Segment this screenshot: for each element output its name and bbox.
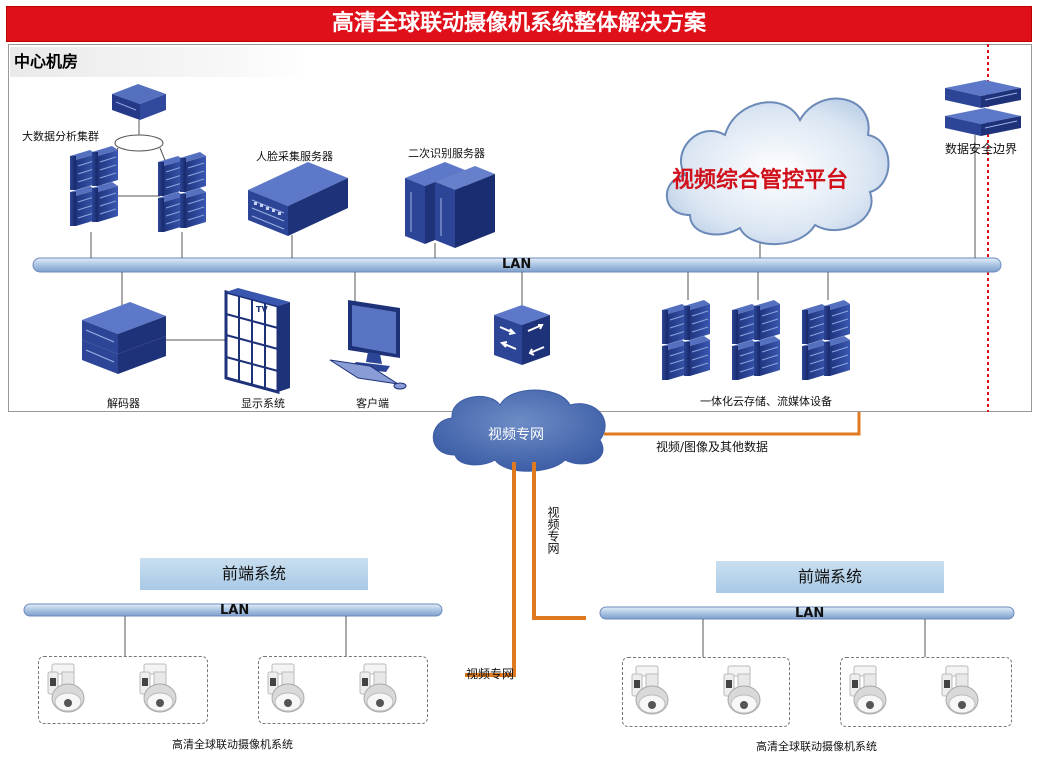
secondary-server-label: 二次识别服务器 xyxy=(408,147,485,160)
bigdata-cluster-icon xyxy=(70,84,206,232)
client-label: 客户端 xyxy=(356,397,389,410)
display-system-label: 显示系统 xyxy=(241,397,285,410)
frontend2-lan-label: LAN xyxy=(795,606,825,621)
vertical-network-label: 视频专网 xyxy=(546,506,560,554)
storage-label: 一体化云存储、流媒体设备 xyxy=(700,395,832,408)
decoder-icon xyxy=(82,302,166,374)
storage-tower-3-icon xyxy=(802,300,850,380)
security-boundary-label: 数据安全边界 xyxy=(945,142,1018,156)
storage-tower-1-icon xyxy=(662,300,710,380)
storage-to-network-link xyxy=(604,412,861,436)
management-platform-label: 视频综合管控平台 xyxy=(672,168,849,193)
center-room-label: 中心机房 xyxy=(10,47,310,77)
network-switch-icon xyxy=(494,305,550,365)
page-title: 高清全球联动摄像机系统整体解决方案 xyxy=(6,6,1032,42)
frontend2-title: 前端系统 xyxy=(716,561,944,593)
secondary-server-icon xyxy=(405,162,495,248)
security-boundary-device-icon xyxy=(945,80,1021,136)
data-flow-label: 视频/图像及其他数据 xyxy=(656,440,769,454)
center-lan-bar xyxy=(32,257,1002,273)
tv-label: TV xyxy=(256,305,268,314)
frontend1-camera-group-2 xyxy=(258,656,428,724)
frontend2-camera-group-1 xyxy=(622,657,790,727)
frontend1-lan-label: LAN xyxy=(220,603,250,618)
bigdata-cluster-label: 大数据分析集群 xyxy=(22,130,99,143)
display-system-icon: TV xyxy=(224,288,290,394)
face-server-icon xyxy=(248,162,348,236)
network-to-frontend1-link xyxy=(465,462,516,677)
frontend1-link-label: 视频专网 xyxy=(466,667,515,681)
network-cloud-label: 视频专网 xyxy=(488,427,544,443)
client-pc-icon xyxy=(329,300,407,390)
network-to-frontend2-link xyxy=(532,462,586,620)
frontend1-title: 前端系统 xyxy=(140,558,368,590)
frontend1-lan-bar xyxy=(23,603,443,617)
frontend1-camera-group-1 xyxy=(38,656,208,724)
management-platform-cloud xyxy=(665,97,890,246)
frontend1-caption: 高清全球联动摄像机系统 xyxy=(172,738,293,751)
storage-tower-2-icon xyxy=(732,300,780,380)
frontend2-caption: 高清全球联动摄像机系统 xyxy=(756,740,877,753)
frontend2-camera-group-2 xyxy=(840,657,1012,727)
face-server-label: 人脸采集服务器 xyxy=(256,150,333,163)
frontend2-lan-bar xyxy=(599,606,1015,620)
video-private-network-cloud xyxy=(432,389,606,472)
center-lan-label: LAN xyxy=(502,257,532,272)
decoder-label: 解码器 xyxy=(107,397,140,410)
